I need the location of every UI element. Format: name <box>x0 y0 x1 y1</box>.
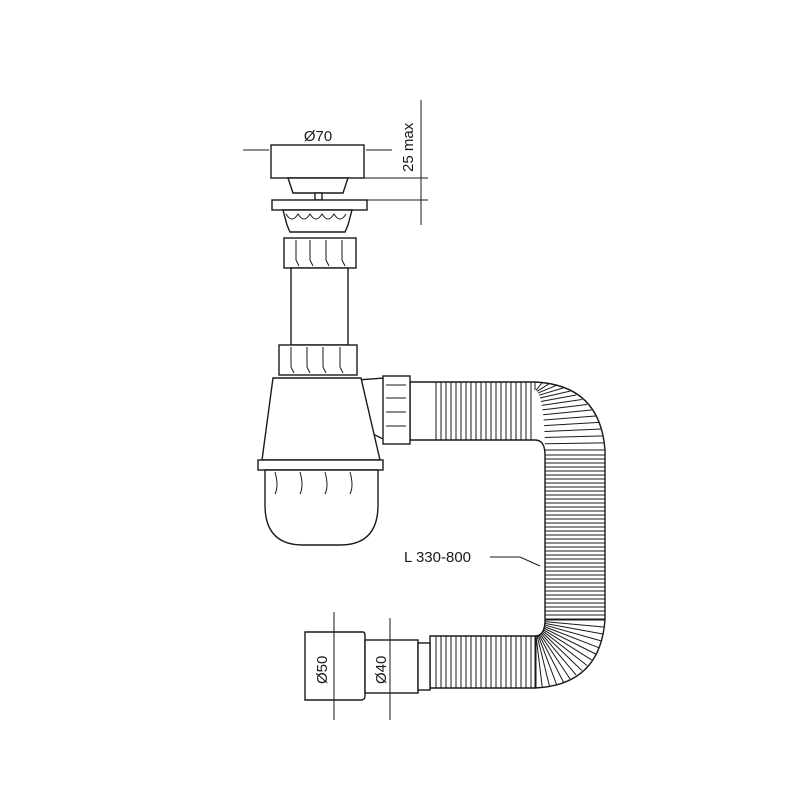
diameter-70-dimension: Ø70 <box>243 128 392 151</box>
hose-rib <box>544 442 605 445</box>
hose-rib <box>543 627 596 655</box>
hose-rib <box>539 390 571 399</box>
hose-rib <box>544 421 599 427</box>
hose-rib <box>536 635 551 687</box>
hose-rib <box>535 382 543 391</box>
hose-rib <box>544 428 602 432</box>
hose-rib <box>544 624 602 642</box>
hose-length-label: L 330-800 <box>404 549 471 566</box>
hose-rib <box>541 398 582 406</box>
hose-rib <box>544 435 604 439</box>
hose-rib <box>542 628 592 661</box>
hose-length-dimension: L 330-800 <box>404 549 541 567</box>
hose-rib <box>543 626 600 649</box>
hose-rib <box>542 404 588 411</box>
diameter-70-label: Ø70 <box>304 128 332 145</box>
hose-rib <box>544 621 605 628</box>
diameter-50-label: Ø50 <box>314 656 331 684</box>
diameter-40-label: Ø40 <box>373 656 390 684</box>
strainer <box>270 144 368 233</box>
hose-rib <box>540 632 577 676</box>
outlet-fitting: Ø50 Ø40 <box>304 612 431 720</box>
hose-rib <box>539 633 571 680</box>
corrugated-hose <box>409 381 606 689</box>
hose-rib <box>543 415 596 421</box>
hose-rib <box>543 409 592 416</box>
height-25-label: 25 max <box>400 122 417 172</box>
upper-nut <box>283 237 357 269</box>
height-25-dimension: 25 max <box>364 100 428 225</box>
hose-rib <box>536 383 550 392</box>
hose-rib <box>537 635 558 685</box>
hose-rib <box>537 384 557 394</box>
hose-rib <box>544 622 604 635</box>
hose-rib <box>538 387 564 396</box>
hose-rib <box>542 630 588 666</box>
hose-rib <box>540 394 577 402</box>
hose-rib <box>541 631 583 671</box>
hose-rib <box>535 635 543 688</box>
lower-nut <box>278 344 358 376</box>
hose-rib <box>538 634 564 683</box>
vertical-tube <box>290 267 349 346</box>
bottle-trap <box>257 375 411 546</box>
